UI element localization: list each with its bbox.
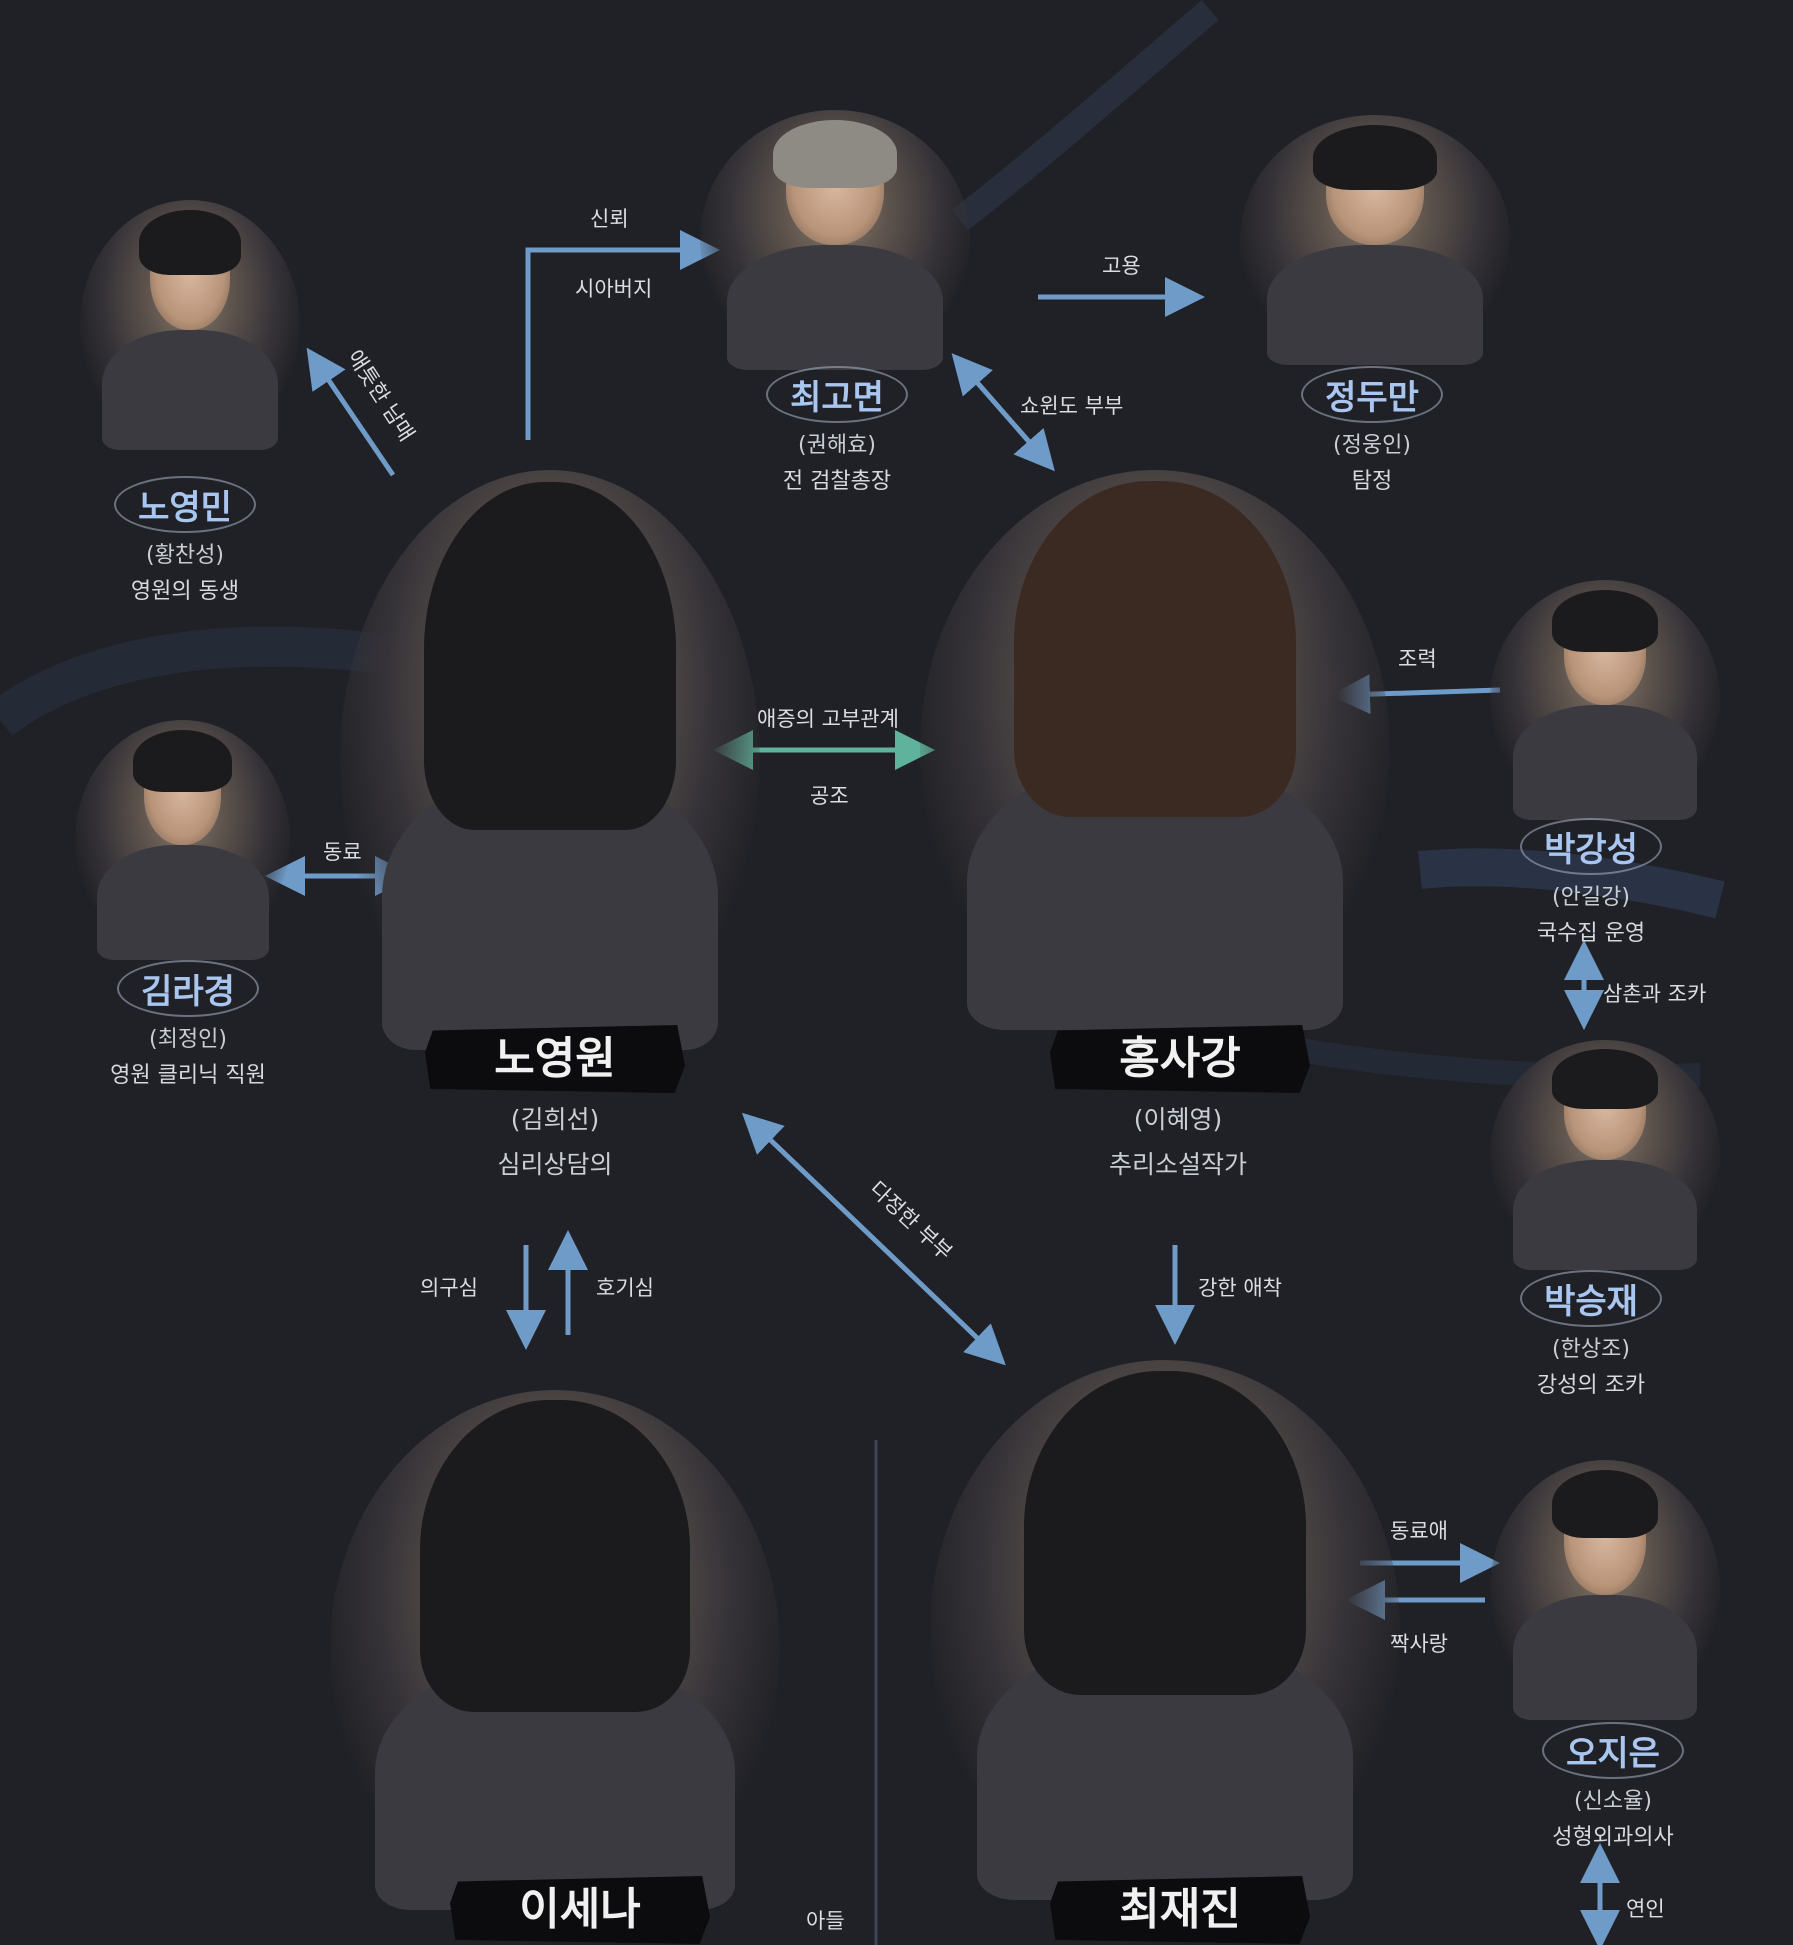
main-role-roh-youngwon: 심리상담의	[497, 1150, 613, 1179]
portrait-roh-youngwon	[340, 470, 760, 1050]
actor-name: (권해효)	[798, 433, 876, 458]
portrait-hong-sagang	[920, 470, 1390, 1030]
main-name-roh-youngwon: 노영원	[425, 1025, 685, 1093]
character-park-seungjae: 박승재 (한상조) 강성의 조카	[1466, 1270, 1716, 1399]
relation-father-in-law: 시아버지	[575, 277, 653, 301]
character-name: 정두만	[1301, 366, 1443, 423]
main-name-hong-sagang: 홍사강	[1050, 1025, 1310, 1093]
main-actor-hong-sagang: (이혜영)	[1133, 1105, 1223, 1134]
relation-strong-attachment: 강한 애착	[1198, 1276, 1282, 1300]
relation-suspicion: 의구심	[420, 1276, 478, 1300]
portrait-park-gangseong	[1490, 580, 1720, 820]
main-actor-roh-youngwon: (김희선)	[510, 1105, 600, 1134]
arrow-showwindow	[951, 353, 1055, 472]
character-role: 영원의 동생	[130, 579, 240, 604]
relation-colleague: 동료	[323, 840, 362, 864]
actor-name: (신소율)	[1574, 1789, 1652, 1814]
character-role: 영원 클리닉 직원	[110, 1063, 266, 1088]
character-name: 노영민	[114, 476, 256, 533]
relation-lover: 연인	[1626, 1897, 1665, 1921]
actor-name: (한상조)	[1552, 1337, 1630, 1362]
actor-name: (안길강)	[1552, 885, 1630, 910]
main-name-choi-jaejin: 최재진	[1050, 1876, 1310, 1944]
arrow-trust	[525, 230, 720, 440]
arrow-couple	[741, 1112, 1006, 1366]
relation-employ: 고용	[1102, 254, 1141, 278]
portrait-choi-jaejin	[930, 1360, 1400, 1900]
relation-showwindow-couple: 쇼윈도 부부	[1020, 394, 1124, 418]
character-role: 성형외과의사	[1552, 1825, 1674, 1850]
character-roh-youngmin: 노영민 (황찬성) 영원의 동생	[60, 476, 310, 605]
character-name: 최고면	[766, 366, 908, 423]
character-name: 박강성	[1520, 818, 1662, 875]
main-name-lee-sena: 이세나	[450, 1876, 710, 1944]
character-name: 박승재	[1520, 1270, 1662, 1327]
relation-love-hate: 애증의 고부관계	[757, 707, 899, 731]
actor-name: (최정인)	[149, 1027, 227, 1052]
relation-cooperation: 공조	[810, 784, 849, 808]
character-jung-duman: 정두만 (정웅인) 탐정	[1247, 366, 1497, 495]
relation-uncle-nephew: 삼촌과 조카	[1603, 982, 1707, 1006]
relation-coercion: 조력	[1398, 647, 1437, 671]
character-role: 국수집 운영	[1536, 921, 1646, 946]
character-role: 강성의 조카	[1536, 1373, 1646, 1398]
actor-name: (황찬성)	[146, 543, 224, 568]
character-role: 탐정	[1351, 469, 1393, 494]
relation-trust: 신뢰	[590, 207, 629, 231]
portrait-oh-jieun	[1490, 1460, 1720, 1720]
portrait-park-seungjae	[1490, 1040, 1720, 1270]
actor-name: (정웅인)	[1333, 433, 1411, 458]
relation-son: 아들	[806, 1909, 845, 1933]
portrait-choi-gomyeon	[700, 110, 970, 370]
portrait-lee-sena	[330, 1390, 780, 1910]
main-role-hong-sagang: 추리소설작가	[1108, 1150, 1247, 1179]
character-choi-gomyeon: 최고면 (권해효) 전 검찰총장	[712, 366, 962, 495]
character-oh-jieun: 오지은 (신소율) 성형외과의사	[1488, 1722, 1738, 1851]
portrait-jung-duman	[1240, 115, 1510, 365]
character-park-gangseong: 박강성 (안길강) 국수집 운영	[1466, 818, 1716, 947]
relation-curiosity: 호기심	[596, 1276, 654, 1300]
character-kim-rakyung: 김라경 (최정인) 영원 클리닉 직원	[63, 960, 313, 1089]
character-name: 김라경	[117, 960, 259, 1017]
relation-crush: 짝사랑	[1390, 1632, 1448, 1656]
portrait-kim-rakyung	[75, 720, 290, 960]
character-name: 오지은	[1542, 1722, 1684, 1779]
character-role: 전 검찰총장	[782, 469, 892, 494]
portrait-roh-youngmin	[80, 200, 300, 450]
arrow-siblings	[306, 347, 396, 477]
relation-colleague-love: 동료애	[1390, 1519, 1448, 1543]
